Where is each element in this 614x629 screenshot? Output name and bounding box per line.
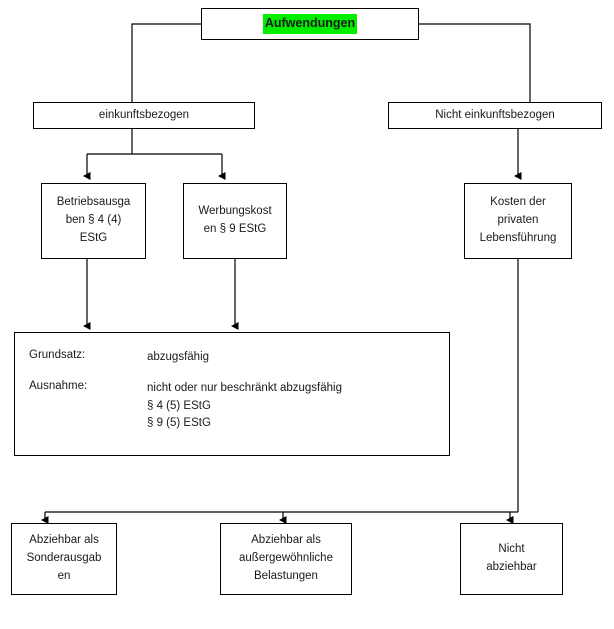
node-belastungen-line1: Abziehbar als bbox=[251, 534, 321, 547]
node-sonderausgaben-line2: Sonderausgab bbox=[26, 552, 102, 565]
node-kosten-line1: Kosten der bbox=[490, 196, 546, 209]
node-werbungskosten-line2: en § 9 EStG bbox=[203, 223, 267, 235]
node-aussergewoehnliche-belastungen-text: Abziehbar als außergewöhnliche Belastung… bbox=[239, 532, 333, 585]
node-aufwendungen[interactable]: Aufwendungen bbox=[201, 8, 419, 40]
node-einkunftsbezogen-label: einkunftsbezogen bbox=[98, 108, 190, 121]
node-aussergewoehnliche-belastungen[interactable]: Abziehbar als außergewöhnliche Belastung… bbox=[220, 523, 352, 595]
detail-value-grundsatz-1: abzugsfähig bbox=[147, 351, 210, 363]
node-nicht-abziehbar-text: Nicht abziehbar bbox=[486, 541, 537, 577]
detail-values-grundsatz: abzugsfähig bbox=[147, 349, 435, 366]
detail-values-ausnahme: nicht oder nur beschränkt abzugsfähig § … bbox=[147, 380, 435, 432]
node-sonderausgaben-line3: en bbox=[57, 569, 71, 582]
node-betriebsausgaben-line3: EStG bbox=[79, 231, 108, 244]
edge-title-to-nicht-einkunftsbezogen bbox=[419, 23, 531, 102]
detail-value-ausnahme-3: § 9 (5) EStG bbox=[147, 416, 211, 429]
node-werbungskosten-text: Werbungskost en § 9 EStG bbox=[198, 203, 271, 239]
detail-label-ausnahme: Ausnahme: bbox=[29, 380, 88, 393]
node-sonderausgaben[interactable]: Abziehbar als Sonderausgab en bbox=[11, 523, 117, 595]
node-betriebsausgaben-line2: ben § 4 (4) bbox=[65, 214, 122, 227]
node-nicht-einkunftsbezogen-label: Nicht einkunftsbezogen bbox=[435, 108, 555, 121]
node-einkunftsbezogen[interactable]: einkunftsbezogen bbox=[33, 102, 255, 129]
node-nicht-abziehbar-line2: abziehbar bbox=[486, 561, 537, 573]
node-kosten-line2: privaten bbox=[497, 214, 539, 227]
detail-row-grundsatz: Grundsatz: abzugsfähig bbox=[29, 349, 435, 366]
detail-row-ausnahme: Ausnahme: nicht oder nur beschränkt abzu… bbox=[29, 380, 435, 432]
node-sonderausgaben-text: Abziehbar als Sonderausgab en bbox=[27, 532, 102, 585]
node-kosten-private-lebensfuehrung-text: Kosten der privaten Lebensführung bbox=[480, 194, 557, 247]
node-belastungen-line3: Belastungen bbox=[254, 569, 318, 582]
detail-value-ausnahme-2: § 4 (5) EStG bbox=[147, 399, 211, 412]
detail-value-ausnahme-1: nicht oder nur beschränkt abzugsfähig bbox=[147, 382, 342, 395]
node-werbungskosten[interactable]: Werbungskost en § 9 EStG bbox=[183, 183, 287, 259]
node-betriebsausgaben-text: Betriebsausga ben § 4 (4) EStG bbox=[57, 194, 131, 247]
node-nicht-abziehbar[interactable]: Nicht abziehbar bbox=[460, 523, 563, 595]
node-werbungskosten-line1: Werbungskost bbox=[198, 205, 272, 218]
detail-box: Grundsatz: abzugsfähig Ausnahme: nicht o… bbox=[14, 332, 450, 456]
node-kosten-private-lebensfuehrung[interactable]: Kosten der privaten Lebensführung bbox=[464, 183, 572, 259]
node-nicht-einkunftsbezogen[interactable]: Nicht einkunftsbezogen bbox=[388, 102, 602, 129]
node-kosten-line3: Lebensführung bbox=[479, 231, 557, 244]
node-sonderausgaben-line1: Abziehbar als bbox=[29, 534, 99, 547]
edge-title-to-einkunftsbezogen bbox=[131, 23, 201, 102]
node-belastungen-line2: außergewöhnliche bbox=[239, 552, 333, 565]
detail-label-grundsatz: Grundsatz: bbox=[29, 349, 86, 361]
node-betriebsausgaben[interactable]: Betriebsausga ben § 4 (4) EStG bbox=[41, 183, 146, 259]
node-aufwendungen-label: Aufwendungen bbox=[262, 14, 358, 34]
node-betriebsausgaben-line1: Betriebsausga bbox=[56, 196, 131, 209]
edge-einkunftsbezogen-split bbox=[87, 129, 222, 155]
node-nicht-abziehbar-line1: Nicht bbox=[498, 543, 525, 556]
